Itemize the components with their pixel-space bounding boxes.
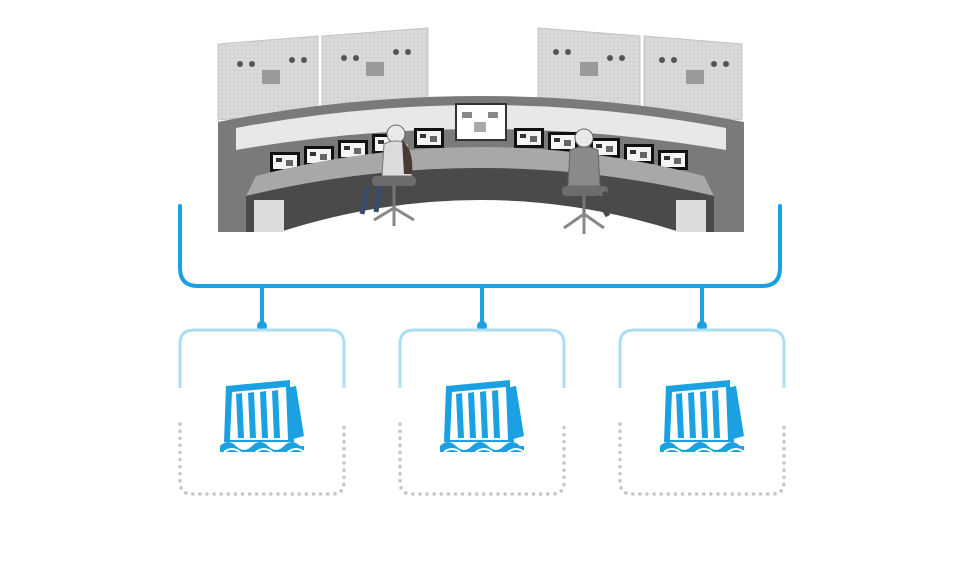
monitor-screen <box>658 150 688 170</box>
monitor-screen <box>270 152 300 172</box>
monitor-screen <box>590 138 620 158</box>
node-frame-top <box>398 328 566 388</box>
console-side-unit <box>676 200 706 232</box>
monitor-row <box>270 128 688 172</box>
hydro-dam-icon <box>220 380 305 456</box>
center-display <box>455 103 507 141</box>
node-frame-top <box>618 328 786 388</box>
monitor-screen <box>414 128 444 148</box>
site-nodes <box>178 286 786 496</box>
site-node <box>618 286 786 496</box>
site-node <box>398 286 566 496</box>
hydro-dam-icon <box>660 380 745 456</box>
wall-panels <box>217 27 743 121</box>
site-node <box>178 286 346 496</box>
node-frame-top <box>178 328 346 388</box>
monitor-screen <box>548 132 578 152</box>
hydro-dam-icon <box>440 380 525 456</box>
operator-right <box>562 128 619 234</box>
control-room-illustration <box>217 27 744 234</box>
node-frame-bottom <box>618 422 786 496</box>
operator-left <box>359 124 416 226</box>
console-side-unit <box>254 200 284 232</box>
monitor-screen <box>624 144 654 164</box>
monitor-screen <box>338 140 368 160</box>
panel-gauges <box>237 49 729 67</box>
node-frame-bottom <box>398 422 566 496</box>
monitor-screen <box>514 128 544 148</box>
node-frame-bottom <box>178 422 346 496</box>
panel-switches <box>262 62 704 84</box>
